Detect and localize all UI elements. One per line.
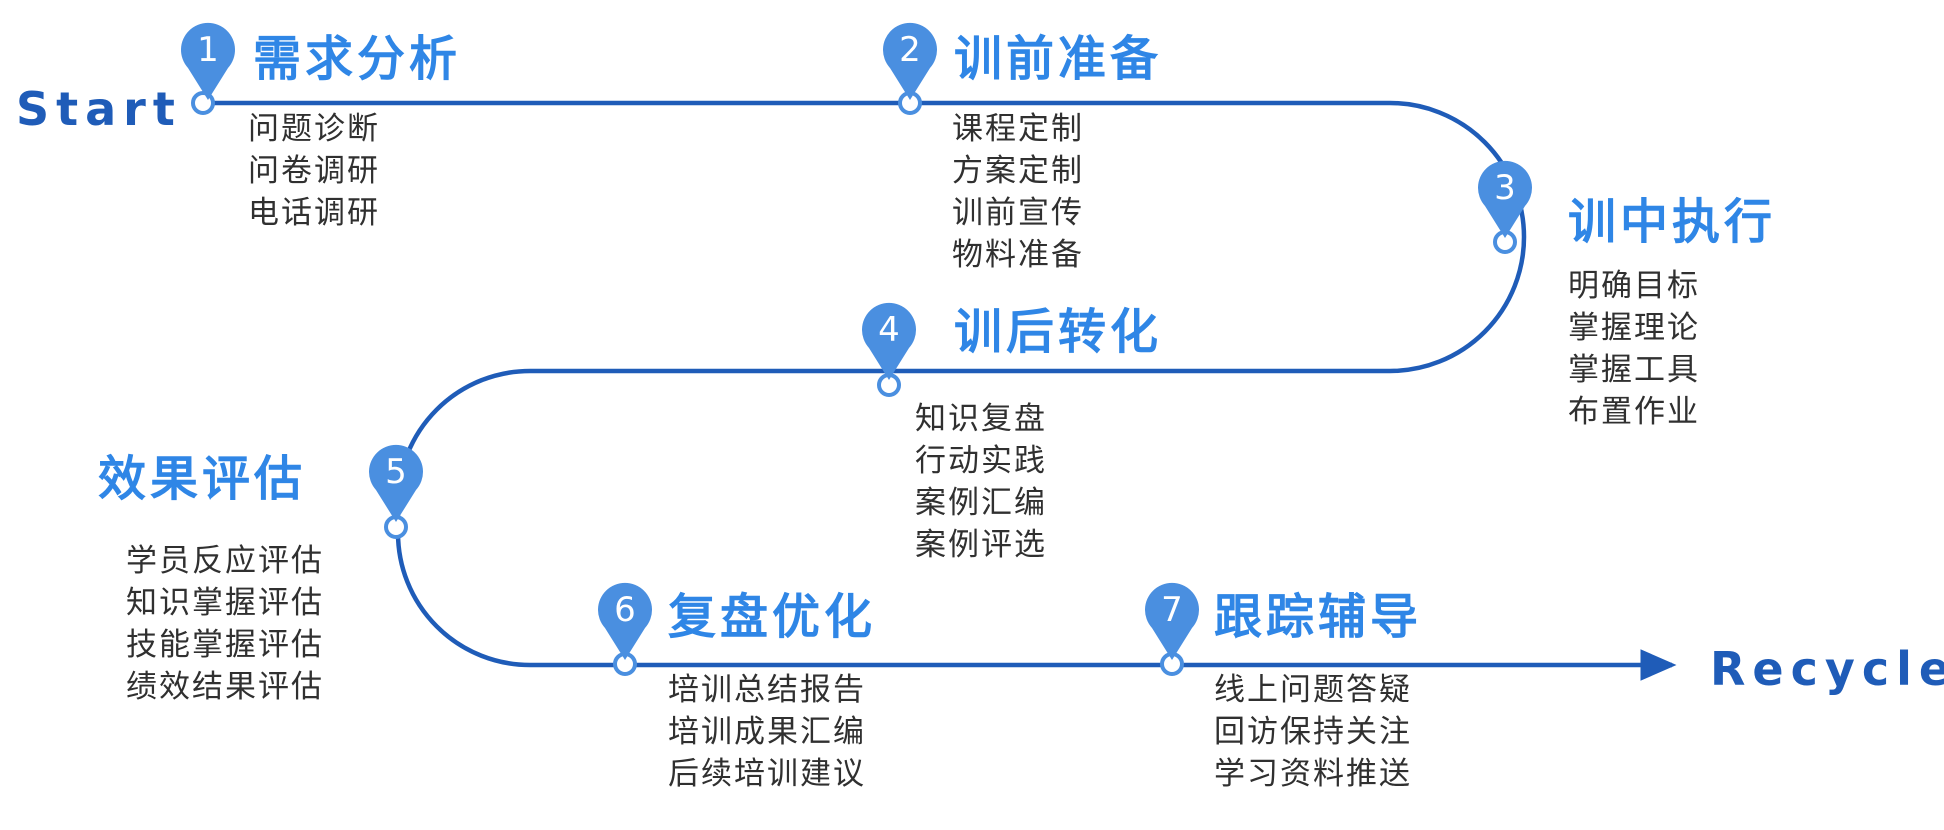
step-6-pin: 6 [595, 582, 655, 672]
list-item: 电话调研 [248, 195, 380, 231]
list-item: 培训成果汇编 [668, 714, 866, 750]
step-1-number: 1 [197, 30, 219, 70]
list-item: 案例汇编 [915, 485, 1047, 521]
step-2-pin: 2 [880, 22, 940, 112]
step-6-number: 6 [614, 590, 636, 630]
step-3-number: 3 [1494, 168, 1516, 208]
step-2-number: 2 [899, 30, 921, 70]
list-item: 线上问题答疑 [1214, 672, 1412, 708]
list-item: 技能掌握评估 [126, 627, 324, 663]
list-item: 回访保持关注 [1214, 714, 1412, 750]
step-4-title: 训后转化 [954, 304, 1163, 360]
list-item: 行动实践 [915, 443, 1047, 479]
recycle-label: Recycle [1710, 642, 1944, 696]
list-item: 问题诊断 [248, 111, 380, 147]
list-item: 知识复盘 [915, 401, 1047, 437]
list-item: 知识掌握评估 [126, 585, 324, 621]
step-6-title: 复盘优化 [668, 589, 877, 645]
list-item: 物料准备 [952, 237, 1084, 273]
list-item: 培训总结报告 [668, 672, 866, 708]
step-5-items: 学员反应评估 知识掌握评估 技能掌握评估 绩效结果评估 [126, 540, 324, 708]
step-2-title: 训前准备 [954, 31, 1163, 87]
step-3-title: 训中执行 [1568, 194, 1777, 250]
list-item: 方案定制 [952, 153, 1084, 189]
step-4-number: 4 [878, 310, 900, 350]
step-7-items: 线上问题答疑 回访保持关注 学习资料推送 [1214, 669, 1412, 795]
list-item: 掌握工具 [1568, 352, 1700, 388]
step-5-pin: 5 [366, 444, 426, 534]
step-1-items: 问题诊断 问卷调研 电话调研 [248, 108, 380, 234]
step-5-number: 5 [385, 452, 407, 492]
list-item: 绩效结果评估 [126, 669, 324, 705]
list-item: 训前宣传 [952, 195, 1084, 231]
step-5-title: 效果评估 [98, 451, 307, 507]
list-item: 学员反应评估 [126, 543, 324, 579]
step-4-items: 知识复盘 行动实践 案例汇编 案例评选 [915, 398, 1047, 566]
list-item: 明确目标 [1568, 268, 1700, 304]
step-2-items: 课程定制 方案定制 训前宣传 物料准备 [952, 108, 1084, 276]
step-4-pin: 4 [859, 302, 919, 392]
list-item: 后续培训建议 [668, 756, 866, 792]
start-label: Start [16, 82, 182, 136]
list-item: 课程定制 [952, 111, 1084, 147]
step-6-items: 培训总结报告 培训成果汇编 后续培训建议 [668, 669, 866, 795]
process-line [203, 100, 1677, 681]
list-item: 学习资料推送 [1214, 756, 1412, 792]
step-3-items: 明确目标 掌握理论 掌握工具 布置作业 [1568, 265, 1700, 433]
list-item: 问卷调研 [248, 153, 380, 189]
list-item: 掌握理论 [1568, 310, 1700, 346]
step-7-title: 跟踪辅导 [1214, 589, 1423, 645]
step-3-pin: 3 [1475, 160, 1535, 250]
list-item: 案例评选 [915, 527, 1047, 563]
step-1-title: 需求分析 [253, 31, 462, 87]
step-7-number: 7 [1161, 590, 1183, 630]
list-item: 布置作业 [1568, 394, 1700, 430]
step-7-pin: 7 [1142, 582, 1202, 672]
step-1-pin: 1 [178, 22, 238, 112]
